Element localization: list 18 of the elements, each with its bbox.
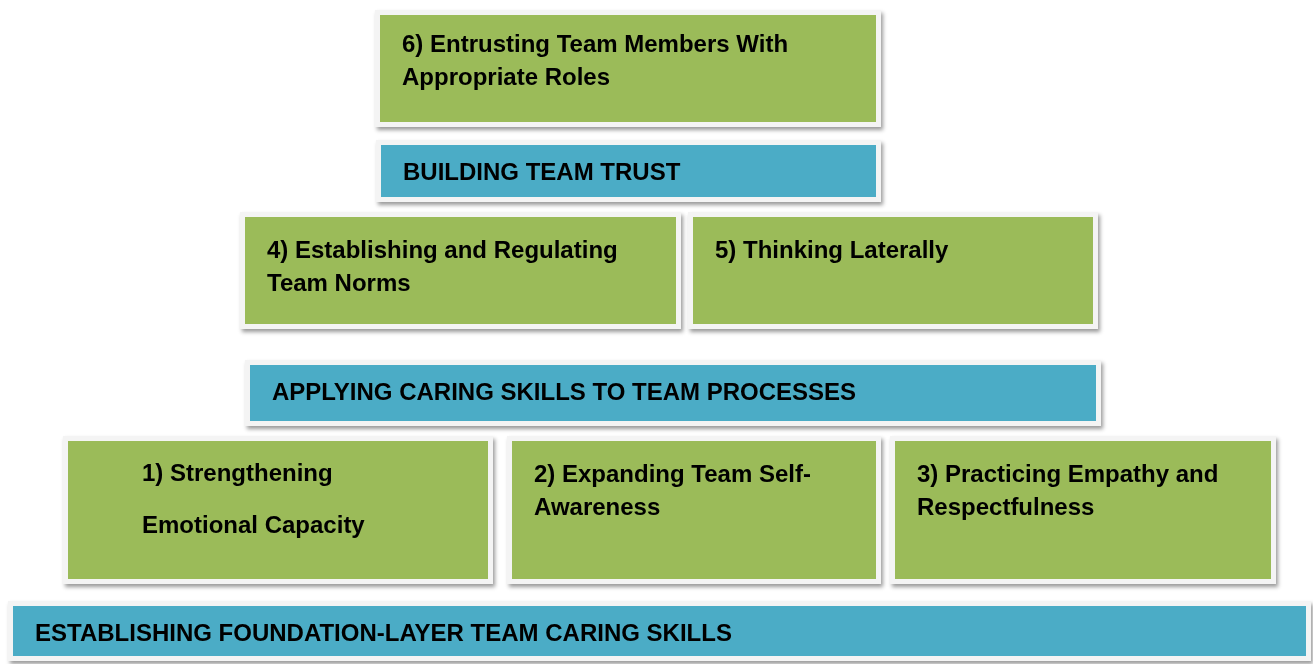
skill-label: 1) Strengthening Emotional Capacity	[142, 458, 366, 540]
layer-band	[376, 140, 881, 202]
layer-band	[8, 601, 1311, 661]
skill-box	[688, 212, 1098, 329]
skill-label: 5) Thinking Laterally	[715, 235, 950, 265]
layer-title: APPLYING CARING SKILLS TO TEAM PROCESSES	[272, 377, 858, 407]
layer-band	[245, 360, 1101, 426]
skill-label: 2) Expanding Team Self-Awareness	[534, 459, 812, 522]
skill-box	[240, 212, 681, 329]
skill-box	[890, 436, 1276, 584]
layer-title: BUILDING TEAM TRUST	[403, 157, 682, 187]
skill-label: 4) Establishing and Regulating Team Norms	[267, 235, 619, 298]
skill-label: 3) Practicing Empathy and Respectfulness	[917, 459, 1220, 522]
skill-box	[507, 436, 881, 584]
skill-label: 6) Entrusting Team Members With Appropriate Roles	[402, 29, 790, 92]
skill-box	[375, 10, 881, 127]
layer-title: ESTABLISHING FOUNDATION-LAYER TEAM CARING SKILLS	[35, 618, 733, 648]
skill-box	[63, 436, 493, 584]
